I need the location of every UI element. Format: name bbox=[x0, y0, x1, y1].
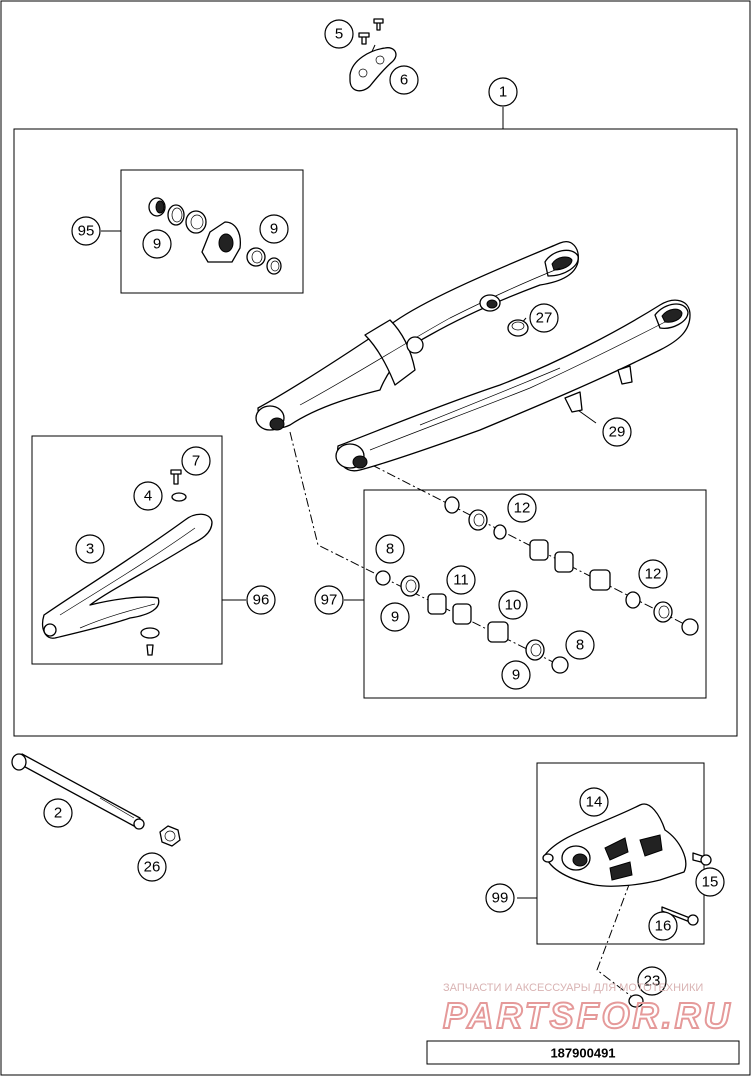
callout-label: 16 bbox=[655, 918, 672, 935]
callout-c11: 11 bbox=[446, 565, 476, 595]
callout-label: 96 bbox=[253, 592, 270, 609]
axle-nut-part-26 bbox=[159, 825, 181, 847]
callout-c8b: 8 bbox=[565, 630, 595, 660]
callout-c6: 6 bbox=[389, 65, 419, 95]
clamp-part-6 bbox=[349, 18, 397, 92]
swingarm-axle-part-2 bbox=[11, 753, 145, 830]
callout-label: 97 bbox=[321, 592, 338, 609]
bearing-kit-95-parts bbox=[148, 197, 282, 275]
callout-c95: 95 bbox=[71, 216, 101, 246]
callout-label: 4 bbox=[144, 488, 152, 505]
callout-c26: 26 bbox=[137, 852, 167, 882]
callout-c16: 16 bbox=[648, 911, 678, 941]
callout-label: 29 bbox=[609, 424, 626, 441]
callout-c96: 96 bbox=[246, 585, 276, 615]
callout-label: 6 bbox=[400, 72, 408, 89]
callout-label: 12 bbox=[514, 500, 531, 517]
callout-label: 9 bbox=[153, 236, 161, 253]
watermark-logo: PARTSFOR.RU bbox=[443, 995, 733, 1036]
callout-c23: 23 bbox=[637, 966, 667, 996]
callout-label: 12 bbox=[645, 566, 662, 583]
group-frame-96 bbox=[31, 435, 223, 665]
callout-c9a: 9 bbox=[142, 229, 172, 259]
callout-c27: 27 bbox=[529, 303, 559, 333]
callout-c5: 5 bbox=[324, 19, 354, 49]
callout-c9b: 9 bbox=[259, 214, 289, 244]
callout-c2: 2 bbox=[43, 798, 73, 828]
watermark-caption: ЗАПЧАСТИ И АКСЕССУАРЫ ДЛЯ МОТОТЕХНИКИ bbox=[443, 982, 703, 994]
callout-label: 5 bbox=[335, 26, 343, 43]
pivot-bearing-97-parts bbox=[375, 496, 699, 674]
callout-label: 27 bbox=[536, 310, 553, 327]
callout-label: 23 bbox=[644, 973, 661, 990]
callout-label: 11 bbox=[453, 572, 469, 589]
callout-label: 26 bbox=[144, 859, 161, 876]
callout-label: 1 bbox=[499, 84, 507, 101]
callout-c12a: 12 bbox=[507, 493, 537, 523]
callout-c7: 7 bbox=[181, 446, 211, 476]
swingarm-body bbox=[255, 241, 691, 472]
callout-label: 10 bbox=[505, 597, 522, 614]
callout-c12b: 12 bbox=[638, 559, 668, 589]
group-frame-99 bbox=[536, 762, 705, 945]
callout-label: 9 bbox=[391, 609, 399, 626]
callout-label: 14 bbox=[586, 794, 603, 811]
callout-c9c: 9 bbox=[380, 602, 410, 632]
chain-guide-99-parts bbox=[542, 803, 712, 926]
group-frame-97 bbox=[363, 489, 707, 699]
callout-c15: 15 bbox=[695, 867, 725, 897]
assembly-frame-1 bbox=[13, 128, 738, 737]
callout-c14: 14 bbox=[579, 787, 609, 817]
callout-label: 99 bbox=[492, 890, 509, 907]
callout-c9d: 9 bbox=[501, 660, 531, 690]
chain-slider-96-parts bbox=[41, 469, 213, 656]
callout-label: 3 bbox=[86, 541, 94, 558]
callout-label: 7 bbox=[192, 453, 200, 470]
reference-number-box bbox=[426, 1040, 740, 1065]
watermark: ЗАПЧАСТИ И АКСЕССУАРЫ ДЛЯ МОТОТЕХНИКИ PA… bbox=[442, 982, 733, 1037]
callout-label: 9 bbox=[270, 221, 278, 238]
callout-c1: 1 bbox=[488, 77, 518, 107]
reference-number: 187900491 bbox=[550, 1046, 615, 1061]
callout-c10: 10 bbox=[498, 590, 528, 620]
callout-label: 95 bbox=[78, 223, 95, 240]
bushing-part-27 bbox=[507, 319, 529, 337]
callout-c97: 97 bbox=[314, 585, 344, 615]
callout-label: 15 bbox=[702, 874, 719, 891]
callout-label: 9 bbox=[512, 667, 520, 684]
callout-label: 8 bbox=[576, 637, 584, 654]
callout-label: 2 bbox=[54, 805, 62, 822]
callout-c29: 29 bbox=[602, 417, 632, 447]
callout-label: 8 bbox=[386, 541, 394, 558]
callout-c99: 99 bbox=[485, 883, 515, 913]
callout-c8a: 8 bbox=[375, 534, 405, 564]
callout-c4: 4 bbox=[133, 481, 163, 511]
callout-c3: 3 bbox=[75, 534, 105, 564]
washer-part-23 bbox=[628, 994, 644, 1008]
